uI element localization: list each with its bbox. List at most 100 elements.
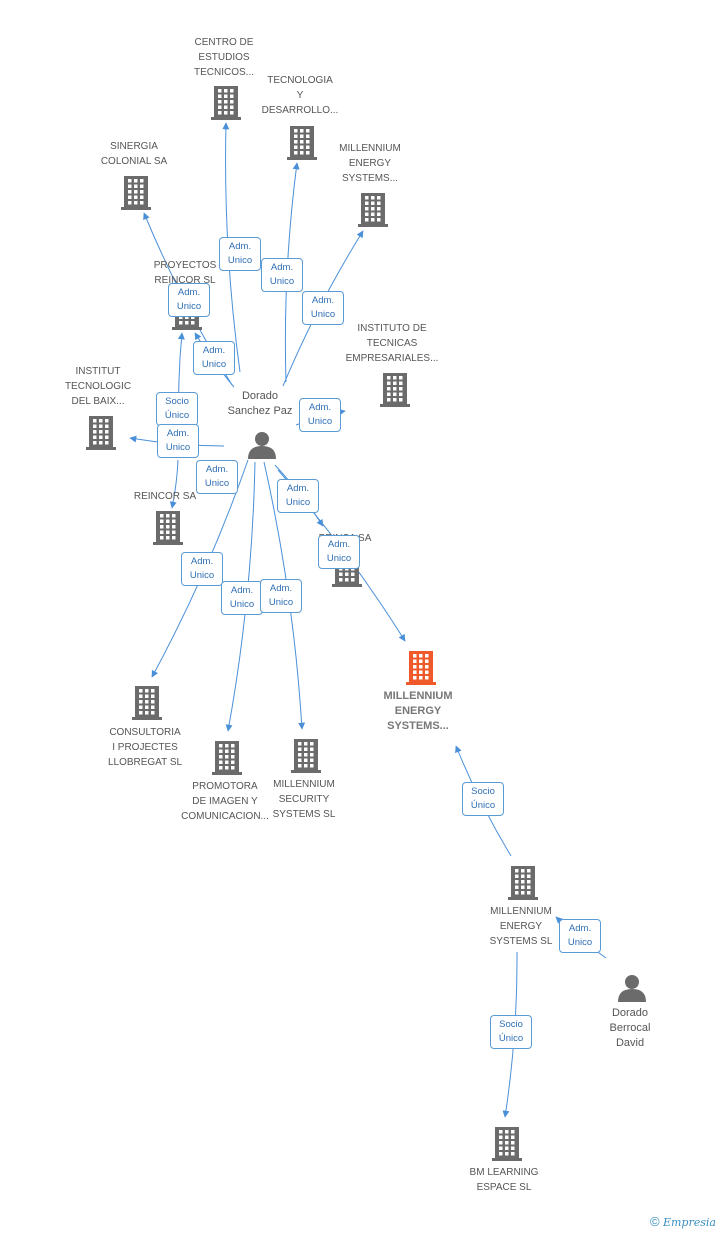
label-line: ENERGY: [394, 705, 442, 717]
building-icon[interactable]: [508, 866, 538, 900]
relation-badge-line: Unico: [229, 599, 255, 610]
company-label[interactable]: PROYECTOS REINCOR SL: [154, 258, 217, 288]
label-line: TECNOLOGIC: [64, 381, 132, 392]
relation-badge-line: Unico: [269, 276, 295, 287]
company-label[interactable]: MILLENNIUM ENERGY SYSTEMS SL: [490, 904, 553, 949]
label-line: TECNOLOGIA: [267, 75, 333, 86]
relation-badge-line: Socio: [165, 396, 189, 407]
label-line: SYSTEMS...: [387, 720, 449, 732]
label-line: REINCOR SA: [133, 491, 197, 502]
label-line: SECURITY: [278, 794, 330, 805]
building-icon[interactable]: [211, 86, 241, 120]
label-line: REINCOR SL: [154, 275, 216, 286]
label-line: SINERGIA: [110, 141, 158, 152]
relation-badge[interactable]: Adm.Unico: [181, 552, 223, 586]
label-line: MILLENNIUM: [383, 690, 453, 702]
label-line: Berrocal: [609, 1022, 651, 1034]
empresia-logo: Empresia: [662, 1216, 716, 1229]
relation-badge-line: Único: [470, 800, 496, 811]
label-line: INSTITUTO DE: [357, 323, 427, 334]
relation-badge[interactable]: Adm.Unico: [157, 424, 199, 458]
label-line: DESARROLLO...: [261, 105, 339, 116]
relation-badge-line: Adm.: [228, 241, 252, 252]
relation-badge[interactable]: Adm.Unico: [260, 579, 302, 613]
building-icon[interactable]: [121, 176, 151, 210]
relation-badge[interactable]: Adm.Unico: [196, 460, 238, 494]
building-icon[interactable]: [406, 651, 436, 685]
building-icon[interactable]: [153, 511, 183, 545]
label-line: PROYECTOS: [153, 260, 217, 271]
relation-badge-line: Adm.: [308, 402, 332, 413]
label-line: MILLENNIUM: [339, 143, 401, 154]
company-label[interactable]: MILLENNIUM SECURITY SYSTEMS SL: [273, 777, 336, 822]
label-line: ESTUDIOS: [198, 52, 250, 63]
label-line: David: [615, 1037, 645, 1049]
label-line: SYSTEMS SL: [489, 936, 553, 947]
label-line: CONSULTORIA: [109, 727, 181, 738]
relation-badge-line: Unico: [176, 301, 202, 312]
label-line: Dorado: [241, 390, 279, 402]
label-line: PROMOTORA: [192, 781, 258, 792]
label-line: MILLENNIUM: [273, 779, 335, 790]
relation-badge-line: Unico: [268, 597, 294, 608]
building-icon[interactable]: [212, 741, 242, 775]
person-icon[interactable]: [248, 432, 276, 459]
copyright-symbol: ©: [650, 1214, 660, 1229]
relation-badge-line: Unico: [165, 442, 191, 453]
relation-badge-line: Unico: [189, 570, 215, 581]
relation-badge-line: Adm.: [202, 345, 226, 356]
relation-badge-line: Adm.: [205, 464, 229, 475]
relation-badge[interactable]: Adm. Unico: [193, 341, 235, 375]
label-line: MILLENNIUM: [490, 906, 552, 917]
relation-badge[interactable]: Adm. Unico: [261, 258, 303, 292]
relation-badge[interactable]: Adm.Unico: [318, 535, 360, 569]
label-line: SYSTEMS SL: [272, 809, 336, 820]
building-icon[interactable]: [380, 373, 410, 407]
relation-badge-line: Unico: [227, 255, 253, 266]
relation-badge-line: Unico: [201, 359, 227, 370]
relation-badge[interactable]: Adm.Unico: [302, 291, 344, 325]
relation-badge[interactable]: Adm.Unico: [559, 919, 601, 953]
relation-badge[interactable]: Adm.Unico: [299, 398, 341, 432]
relation-badge-line: Adm.: [230, 585, 254, 596]
edge-dorado_sanchez-to-reincor: [169, 459, 179, 509]
label-line: LLOBREGAT SL: [107, 757, 183, 768]
label-line: DE IMAGEN Y: [192, 796, 258, 807]
building-icon[interactable]: [358, 193, 388, 227]
label-line: ENERGY: [348, 158, 392, 169]
person-icon[interactable]: [618, 975, 646, 1002]
relation-badge[interactable]: Adm. Unico: [219, 237, 261, 271]
building-icon[interactable]: [287, 126, 317, 160]
relation-badge-line: Adm.: [177, 287, 201, 298]
relation-badge-line: Unico: [285, 497, 311, 508]
footer-brand[interactable]: © Empresia: [650, 1214, 716, 1229]
building-icon[interactable]: [492, 1127, 522, 1161]
relation-badge-line: Único: [498, 1033, 524, 1044]
relation-badge[interactable]: Adm.Unico: [277, 479, 319, 513]
label-line: CENTRO DE: [194, 37, 254, 48]
relation-badge[interactable]: Adm. Unico: [221, 581, 263, 615]
building-icon[interactable]: [86, 416, 116, 450]
building-icon[interactable]: [132, 686, 162, 720]
label-line: ENERGY: [499, 921, 543, 932]
company-label[interactable]: MILLENNIUM ENERGY SYSTEMS...: [383, 689, 452, 734]
relation-badge-line: Socio: [471, 786, 495, 797]
relation-badge[interactable]: Adm. Unico: [168, 283, 210, 317]
company-label[interactable]: REINCOR SA: [134, 489, 196, 504]
relation-badge-line: Adm.: [270, 262, 294, 273]
building-icon[interactable]: [291, 739, 321, 773]
